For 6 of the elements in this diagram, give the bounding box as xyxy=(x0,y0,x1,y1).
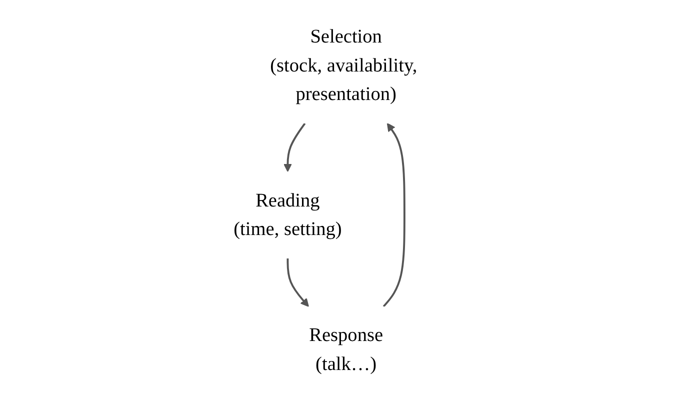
node-text: Response (talk…) xyxy=(310,324,384,375)
arrow xyxy=(287,258,310,307)
arrow xyxy=(383,123,406,308)
arrow xyxy=(284,122,306,172)
node-text: Reading (time, setting) xyxy=(234,190,342,240)
node-text: Selection (stock, availability, presentation) xyxy=(270,26,418,106)
